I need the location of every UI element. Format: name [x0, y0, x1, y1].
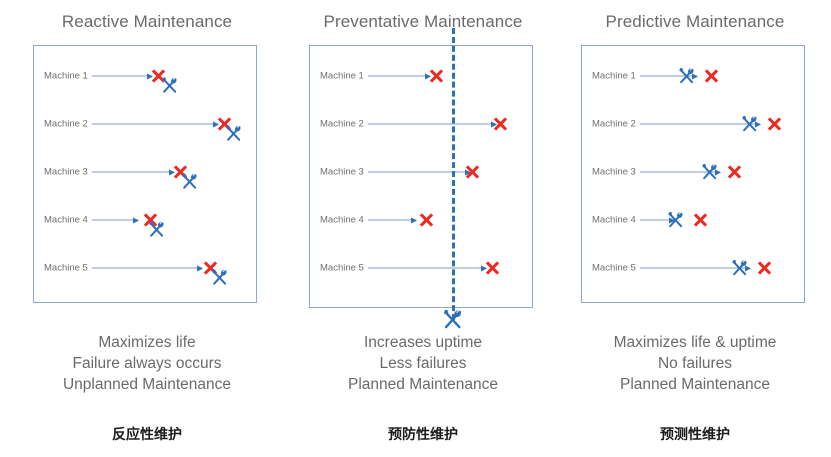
wrench-screwdriver-icon — [677, 67, 696, 86]
wrench-screwdriver-icon — [700, 163, 719, 182]
red-x-icon — [726, 164, 743, 181]
wrench-screwdriver-icon — [224, 124, 243, 143]
timeline-arrow — [640, 219, 674, 221]
machine-label: Machine 1 — [44, 70, 88, 82]
red-x-icon — [142, 212, 159, 229]
wrench-screwdriver-icon — [160, 76, 179, 95]
timeline-arrow — [92, 75, 152, 77]
machine-row: Machine 3 — [310, 160, 534, 184]
timeline-arrow — [92, 219, 138, 221]
caption-line: Less failures — [379, 355, 467, 372]
machine-label: Machine 5 — [44, 262, 88, 274]
panel-title-reactive: Reactive Maintenance — [61, 12, 233, 31]
panel-box-preventative: Machine 1 Machine 2 Machine 3 Machine 4 Mach… — [309, 45, 533, 308]
machine-label: Machine 1 — [592, 70, 636, 82]
red-x-icon — [484, 260, 501, 277]
machine-row: Machine 5 — [310, 256, 534, 280]
panel-title-predictive: Predictive Maintenance — [605, 12, 785, 31]
wrench-screwdriver-icon — [210, 268, 229, 287]
red-x-icon — [692, 212, 709, 229]
red-x-icon — [150, 68, 167, 85]
panel-caption-cn-reactive: 反应性维护 — [112, 427, 182, 443]
caption-line: Increases uptime — [363, 334, 483, 351]
timeline-arrow — [92, 171, 174, 173]
wrench-screwdriver-icon — [180, 172, 199, 191]
machine-label: Machine 4 — [592, 214, 636, 226]
machine-label: Machine 2 — [592, 118, 636, 130]
wrench-screwdriver-icon — [666, 211, 685, 230]
timeline-arrow — [368, 267, 486, 269]
machine-label: Machine 3 — [320, 166, 364, 178]
machine-row: Machine 5 — [582, 256, 806, 280]
machine-row: Machine 3 — [582, 160, 806, 184]
machine-label: Machine 1 — [320, 70, 364, 82]
wrench-screwdriver-icon — [740, 115, 759, 134]
caption-line: No failures — [657, 355, 733, 372]
timeline-arrow — [368, 219, 416, 221]
timeline-arrow — [640, 267, 750, 269]
red-x-icon — [464, 164, 481, 181]
caption-line: Unplanned Maintenance — [62, 376, 232, 393]
machine-row: Machine 4 — [310, 208, 534, 232]
machine-label: Machine 4 — [320, 214, 364, 226]
timeline-arrow — [368, 123, 496, 125]
timeline-arrow — [92, 123, 218, 125]
panel-caption-cn-preventative: 预防性维护 — [388, 427, 458, 443]
red-x-icon — [428, 68, 445, 85]
caption-line: Maximizes life & uptime — [613, 334, 777, 351]
timeline-arrow — [640, 123, 760, 125]
caption-line: Planned Maintenance — [620, 376, 770, 393]
timeline-arrow — [640, 75, 697, 77]
timeline-arrow — [368, 75, 430, 77]
wrench-screwdriver-icon — [441, 308, 464, 331]
machine-row: Machine 1 — [310, 64, 534, 88]
caption-line: Maximizes life — [98, 334, 196, 351]
machine-row: Machine 2 — [582, 112, 806, 136]
machine-label: Machine 2 — [44, 118, 88, 130]
machine-row: Machine 3 — [34, 160, 258, 184]
machine-row: Machine 4 — [34, 208, 258, 232]
machine-label: Machine 3 — [592, 166, 636, 178]
timeline-arrow — [92, 267, 202, 269]
machine-label: Machine 4 — [44, 214, 88, 226]
caption-line: Planned Maintenance — [348, 376, 498, 393]
caption-line: Failure always occurs — [72, 355, 222, 372]
red-x-icon — [756, 260, 773, 277]
machine-row: Machine 1 — [34, 64, 258, 88]
red-x-icon — [418, 212, 435, 229]
panel-box-predictive: Machine 1 Machine 2 Machine 3 Machine 4 Mach… — [581, 45, 805, 303]
machine-label: Machine 5 — [592, 262, 636, 274]
panel-caption-cn-predictive: 预测性维护 — [660, 427, 730, 443]
dashed-threshold-line — [452, 28, 455, 320]
panel-box-reactive: Machine 1 Machine 2 Machine 3 Machine 4 Mach… — [33, 45, 257, 303]
wrench-screwdriver-icon — [730, 259, 749, 278]
machine-row: Machine 1 — [582, 64, 806, 88]
timeline-arrow — [368, 171, 470, 173]
red-x-icon — [703, 68, 720, 85]
machine-row: Machine 4 — [582, 208, 806, 232]
machine-label: Machine 2 — [320, 118, 364, 130]
red-x-icon — [766, 116, 783, 133]
machine-row: Machine 2 — [310, 112, 534, 136]
timeline-arrow — [640, 171, 720, 173]
red-x-icon — [492, 116, 509, 133]
machine-label: Machine 5 — [320, 262, 364, 274]
machine-label: Machine 3 — [44, 166, 88, 178]
wrench-screwdriver-icon — [147, 220, 166, 239]
panel-title-preventative: Preventative Maintenance — [323, 12, 523, 31]
